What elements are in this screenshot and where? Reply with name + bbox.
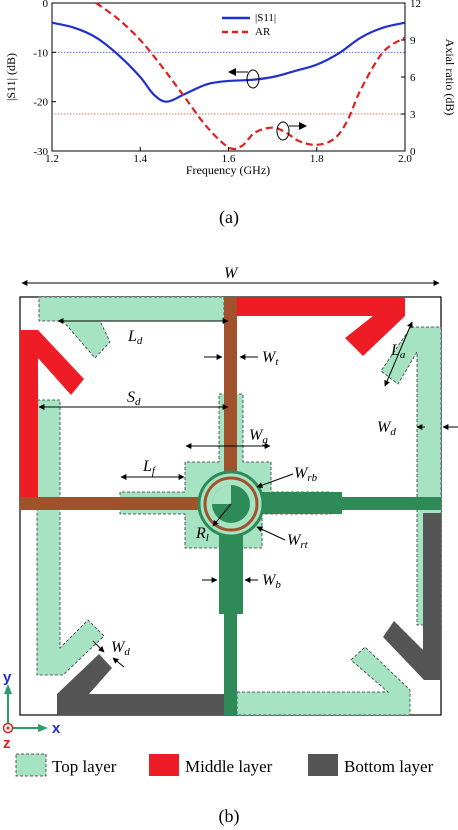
y-right-tick-label: 9 bbox=[410, 35, 416, 47]
middle-feed-vertical bbox=[224, 297, 237, 485]
dim-La bbox=[384, 321, 413, 387]
coordinate-axes: y x z bbox=[2, 669, 61, 752]
y-right-tick-label: 3 bbox=[410, 109, 416, 121]
y-right-tick-label: 6 bbox=[410, 72, 416, 84]
middle-corner-tl bbox=[20, 330, 84, 497]
label-Sd: Sd bbox=[127, 389, 141, 408]
antenna-diagram: W Ld Wt La Sd Wd Wg Lf Wrb Rl Wrt Wb Wd … bbox=[2, 265, 458, 827]
label-Wt: Wt bbox=[262, 349, 279, 368]
y-arrowhead bbox=[4, 684, 12, 694]
label-Wb: Wb bbox=[262, 572, 281, 591]
label-Wd-right: Wd bbox=[377, 419, 396, 438]
series-line-ar bbox=[95, 2, 406, 151]
legend-s11-label: |S11| bbox=[255, 12, 276, 24]
top-corner-bl bbox=[36, 399, 105, 676]
y-right-axis-label: Axial ratio (dB) bbox=[443, 39, 457, 116]
label-Lf: Lf bbox=[142, 458, 157, 477]
ring-center-cut bbox=[212, 485, 231, 504]
y-left-tick-label: -10 bbox=[33, 47, 48, 59]
ar-annotation-ellipse bbox=[276, 121, 290, 141]
dim-Wrt bbox=[256, 526, 286, 541]
s11-annotation-ellipse bbox=[246, 69, 260, 89]
x-tick-label: 1.8 bbox=[310, 153, 324, 165]
y-left-axis-label: |S11| (dB) bbox=[4, 53, 18, 101]
legend-top-swatch bbox=[15, 753, 47, 777]
z-axis-dot bbox=[6, 726, 10, 730]
bottom-feed-down bbox=[224, 614, 237, 715]
axis-annotations bbox=[228, 68, 307, 141]
label-Rl: Rl bbox=[195, 525, 209, 544]
middle-corner-tr bbox=[237, 297, 405, 356]
dim-Rl bbox=[212, 503, 232, 527]
label-Wrb: Wrb bbox=[294, 465, 318, 484]
x-tick-label: 1.6 bbox=[222, 153, 236, 165]
y-right-tick-label: 0 bbox=[410, 146, 416, 158]
bottom-layer bbox=[57, 513, 441, 715]
bottom-corner-r bbox=[383, 513, 441, 680]
chart-legend: |S11| AR bbox=[222, 12, 276, 38]
y-left-tick-label: 0 bbox=[43, 0, 49, 10]
label-La: La bbox=[390, 342, 406, 361]
label-W: W bbox=[224, 265, 239, 282]
legend-middle-label: Middle layer bbox=[185, 757, 273, 776]
series-group bbox=[51, 2, 406, 151]
y-left-tick-label: -20 bbox=[33, 97, 48, 109]
y-left-tick-label: -30 bbox=[33, 146, 48, 158]
caption-a: (a) bbox=[219, 207, 239, 228]
dim-Wd-left-a bbox=[92, 640, 105, 653]
ring-middle bbox=[203, 476, 259, 532]
x-tick-label: 1.2 bbox=[45, 153, 59, 165]
reference-lines bbox=[52, 51, 405, 115]
x-tick-label: 1.4 bbox=[133, 153, 147, 165]
y-axis-letter: y bbox=[3, 669, 12, 686]
caption-b: (b) bbox=[219, 806, 240, 827]
top-corner-br bbox=[236, 646, 411, 716]
dim-Wd-left-b bbox=[112, 657, 125, 668]
x-arrowhead bbox=[38, 724, 48, 732]
ar-arrowhead bbox=[299, 122, 307, 130]
dim-Wrb bbox=[256, 473, 294, 488]
z-axis-letter: z bbox=[3, 735, 11, 752]
label-Ld: Ld bbox=[127, 328, 143, 347]
middle-layer bbox=[20, 297, 405, 497]
label-Wrt: Wrt bbox=[287, 532, 309, 551]
s11-arrowhead bbox=[228, 68, 236, 76]
label-Wg: Wg bbox=[249, 427, 268, 446]
x-tick-label: 2.0 bbox=[398, 153, 412, 165]
bottom-feed-right bbox=[342, 497, 441, 510]
layer-legend: Top layer Middle layer Bottom layer bbox=[15, 753, 434, 777]
middle-feed bbox=[20, 297, 237, 510]
dimension-labels: W Ld Wt La Sd Wd Wg Lf Wrb Rl Wrt Wb Wd bbox=[111, 265, 406, 658]
series-line-s11 bbox=[51, 21, 406, 103]
middle-feed-horizontal bbox=[20, 497, 217, 510]
plot-frame bbox=[51, 2, 406, 152]
y-right-tick-label: 12 bbox=[410, 0, 421, 10]
legend-bottom-swatch bbox=[308, 754, 338, 776]
x-axis-label: Frequency (GHz) bbox=[186, 163, 270, 177]
legend-ar-label: AR bbox=[255, 26, 271, 38]
bottom-corner-b bbox=[57, 654, 224, 715]
label-Wd-left: Wd bbox=[111, 639, 130, 658]
legend-top-label: Top layer bbox=[52, 757, 117, 776]
dimension-lines bbox=[21, 280, 458, 668]
legend-bottom-label: Bottom layer bbox=[344, 757, 434, 776]
x-axis-letter: x bbox=[52, 720, 61, 737]
legend-middle-swatch bbox=[149, 754, 179, 776]
